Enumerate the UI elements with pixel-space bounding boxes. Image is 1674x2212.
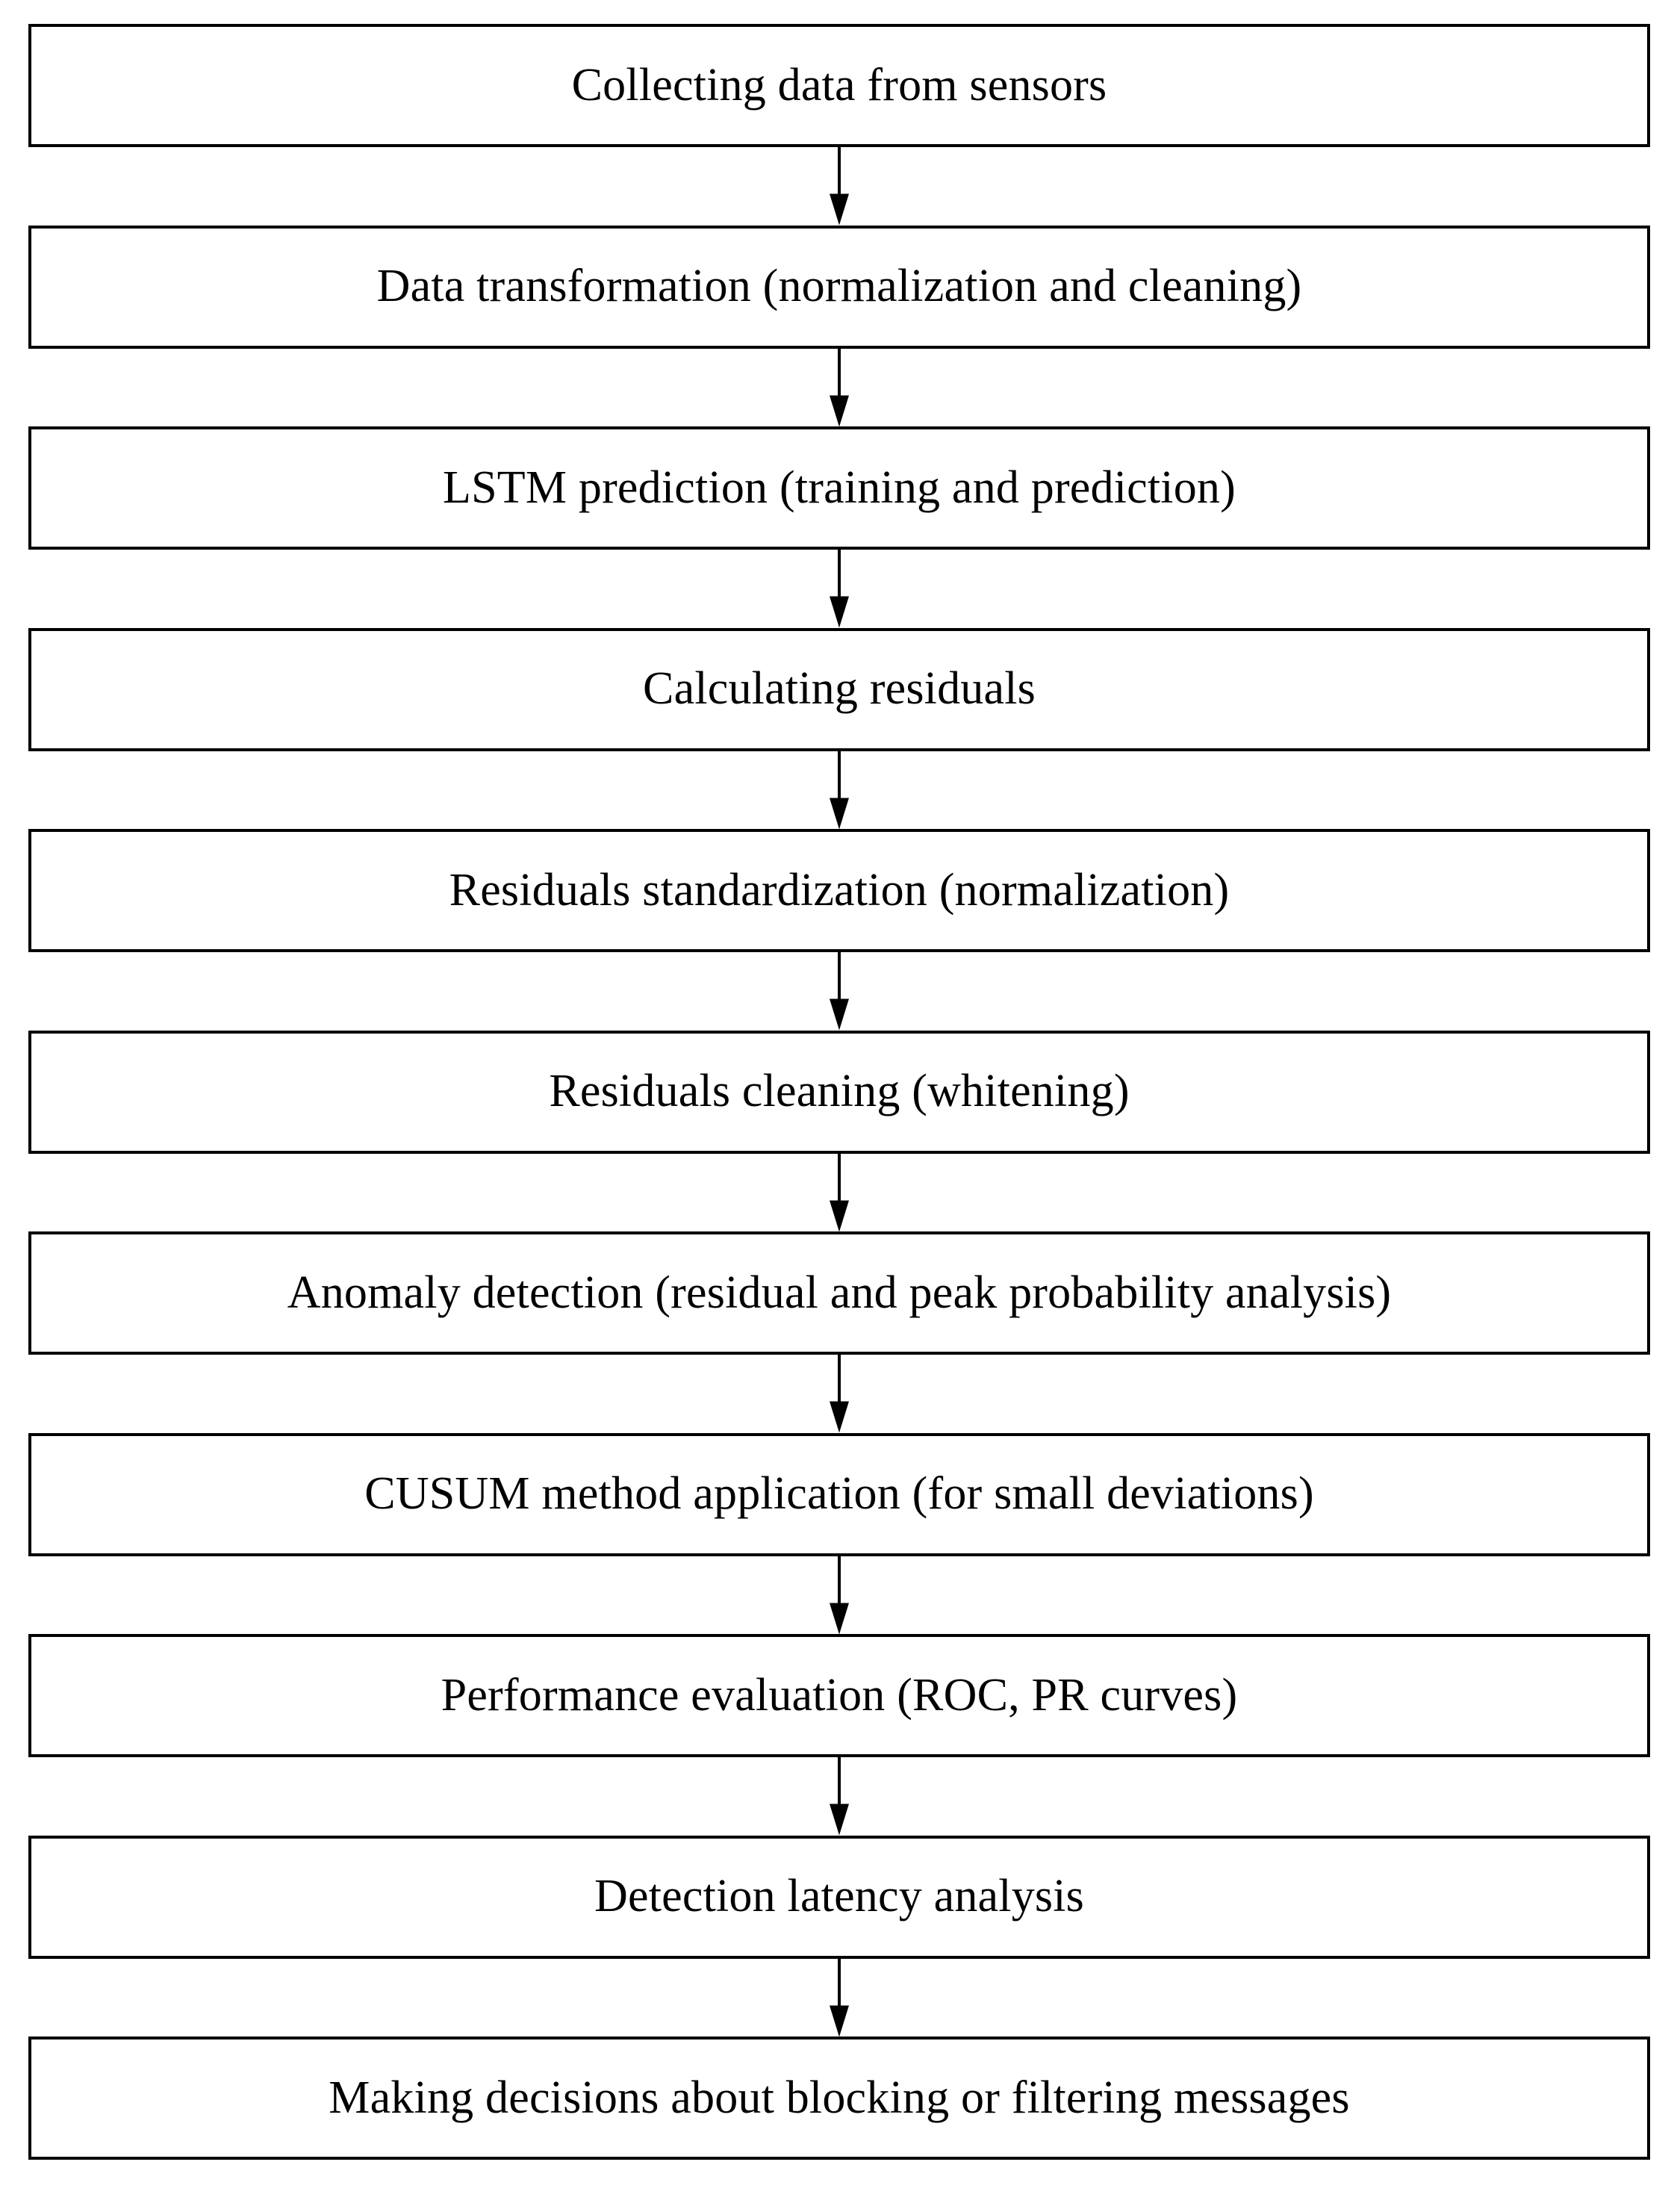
flowchart-step-5: Residuals standardization (normalization… (28, 829, 1650, 952)
flowchart-step-label: Data transformation (normalization and c… (376, 261, 1302, 312)
flowchart-step-label: LSTM prediction (training and prediction… (443, 462, 1236, 513)
down-arrow-icon (828, 952, 850, 1031)
flowchart-step-10: Detection latency analysis (28, 1835, 1650, 1959)
down-arrow-icon (828, 1757, 850, 1836)
down-arrow-icon (828, 1355, 850, 1433)
flowchart-step-label: CUSUM method application (for small devi… (364, 1468, 1314, 1520)
flowchart-step-label: Detection latency analysis (594, 1871, 1084, 1922)
flowchart-step-1: Collecting data from sensors (28, 24, 1650, 147)
flowchart-step-label: Performance evaluation (ROC, PR curves) (441, 1669, 1238, 1721)
flowchart-step-7: Anomaly detection (residual and peak pro… (28, 1231, 1650, 1355)
flowchart-step-3: LSTM prediction (training and prediction… (28, 426, 1650, 550)
down-arrow-icon (828, 1556, 850, 1634)
flowchart-step-label: Making decisions about blocking or filte… (329, 2072, 1350, 2123)
down-arrow-icon (828, 1958, 850, 2037)
flowchart-step-label: Residuals standardization (normalization… (449, 864, 1230, 916)
flowchart-step-label: Anomaly detection (residual and peak pro… (287, 1267, 1392, 1318)
flowchart-step-6: Residuals cleaning (whitening) (28, 1030, 1650, 1154)
down-arrow-icon (828, 751, 850, 829)
flowchart-step-11: Making decisions about blocking or filte… (28, 2037, 1650, 2160)
flowchart-step-8: CUSUM method application (for small devi… (28, 1432, 1650, 1556)
down-arrow-icon (828, 1153, 850, 1231)
down-arrow-icon (828, 147, 850, 226)
flowchart-step-label: Residuals cleaning (whitening) (549, 1066, 1130, 1117)
flowchart-step-label: Collecting data from sensors (571, 59, 1107, 111)
flowchart-step-2: Data transformation (normalization and c… (28, 225, 1650, 349)
flowchart-step-9: Performance evaluation (ROC, PR curves) (28, 1634, 1650, 1757)
down-arrow-icon (828, 348, 850, 426)
down-arrow-icon (828, 550, 850, 628)
flowchart-step-4: Calculating residuals (28, 627, 1650, 751)
flowchart-step-label: Calculating residuals (643, 663, 1036, 715)
